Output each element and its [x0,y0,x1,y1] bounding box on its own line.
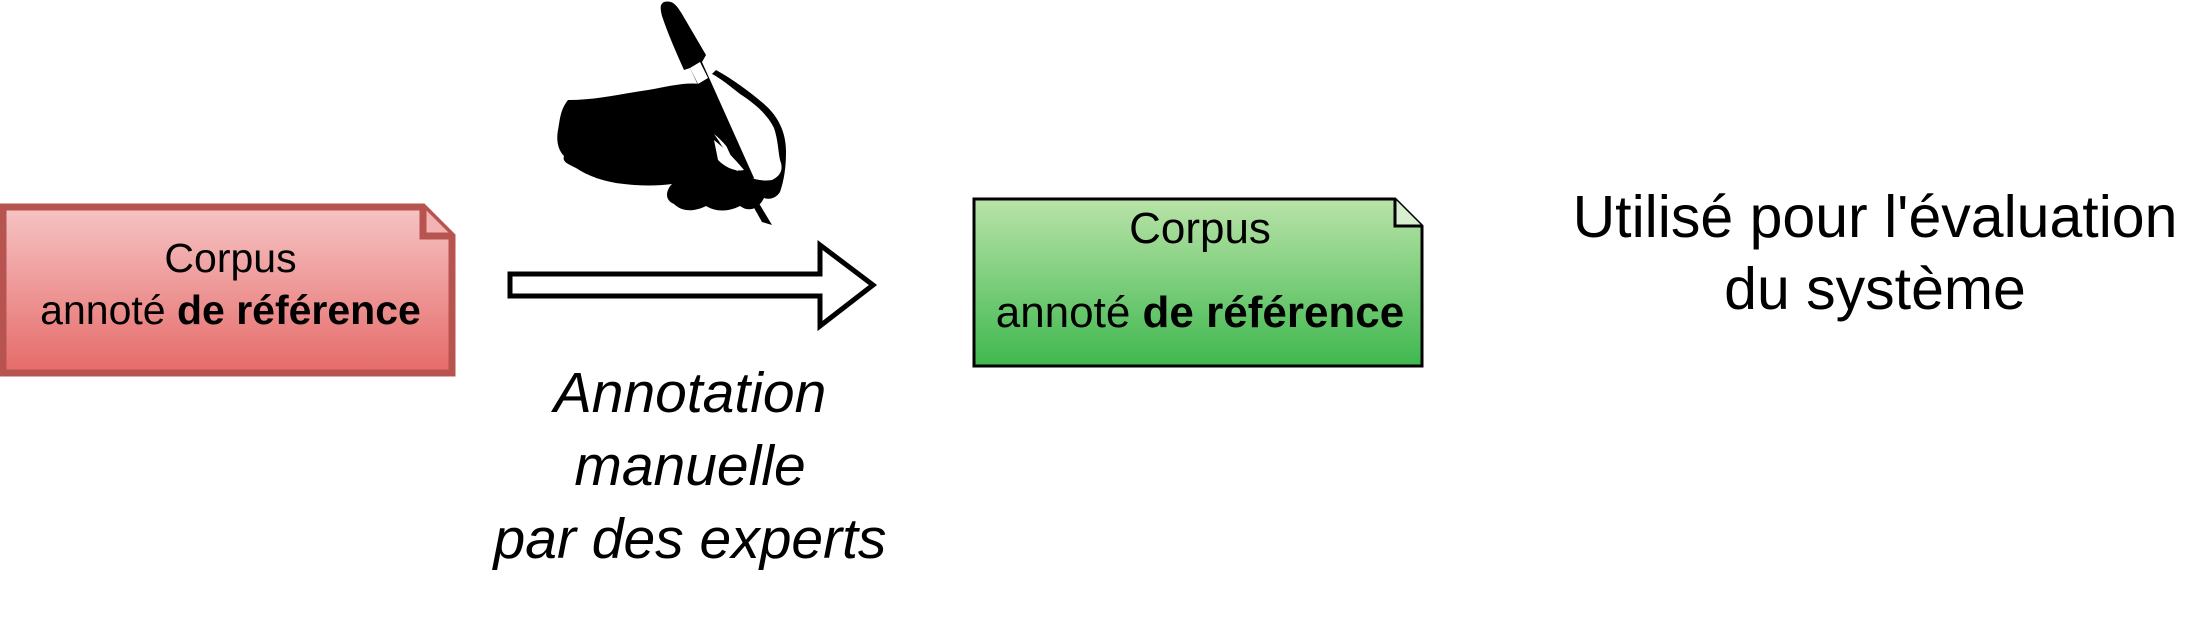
process-label: Annotation manuelle par des experts [440,357,940,576]
target-corpus-line2-prefix: annoté [995,288,1143,337]
usage-line1: Utilisé pour l'évaluation [1572,184,2178,250]
source-corpus-line2-bold: de référence [176,287,421,333]
target-corpus-line2-bold: de référence [1142,288,1405,337]
hand-writing-pen-icon [557,1,786,225]
target-corpus-line2: annoté de référence [974,291,1426,335]
target-corpus-box [972,197,1424,368]
source-corpus-line2-prefix: annoté [40,287,177,333]
target-corpus-line1: Corpus [1129,204,1271,253]
process-label-line1: Annotation [553,361,827,425]
target-corpus-label: Corpus annoté de référence [974,204,1426,335]
source-corpus-line2: annoté de référence [8,284,453,336]
source-corpus-line1: Corpus [164,235,297,281]
process-label-line2: manuelle [574,434,806,498]
source-corpus-label: Corpus annoté de référence [8,232,453,336]
usage-label: Utilisé pour l'évaluation du système [1525,181,2195,325]
process-arrow [507,239,878,332]
usage-line2: du système [1724,256,2026,322]
process-label-line3: par des experts [493,507,887,571]
source-corpus-box [0,203,456,377]
